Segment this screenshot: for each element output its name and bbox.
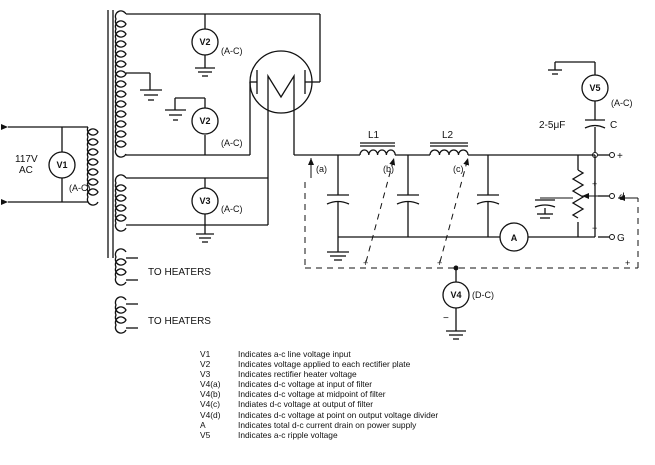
meter-v3: V3 (A-C) xyxy=(191,187,243,215)
legend-text: Indicates rectifier heater voltage xyxy=(238,369,357,380)
legend-row: V4(b) Indicates d-c voltage at midpoint o… xyxy=(200,389,640,399)
legend-code: V5 xyxy=(200,429,211,440)
meter-v1-name: V1 xyxy=(56,160,67,170)
meter-v2-mid-type: (A-C) xyxy=(221,138,243,148)
meter-v4-type: (D-C) xyxy=(472,290,494,300)
meter-v2-mid-name: V2 xyxy=(199,116,210,126)
filter-capacitors xyxy=(326,194,500,205)
ammeter-a: A xyxy=(499,222,529,252)
test-point-c: (c) xyxy=(453,164,464,174)
test-point-a: (a) xyxy=(316,164,327,174)
heaters-label-2: TO HEATERS xyxy=(148,316,211,327)
legend-code: V4(b) xyxy=(200,389,221,400)
test-point-labels: (a) (b) (c) xyxy=(308,158,464,178)
legend-text: Indicates a-c ripple voltage xyxy=(238,429,338,440)
legend-text: Indicates a-c line voltage input xyxy=(238,349,351,359)
hv-secondary-wiring xyxy=(126,13,321,156)
legend-text: Indiates d-c voltage at output of filter xyxy=(238,399,374,410)
legend-row: V4(c) Indiates d-c voltage at output of f… xyxy=(200,399,640,409)
rectifier-tube xyxy=(249,50,321,225)
legend-row: V5 Indicates a-c ripple voltage xyxy=(200,430,640,440)
heater-outputs: TO HEATERS TO HEATERS xyxy=(126,257,211,329)
legend-code: V4(d) xyxy=(200,409,221,420)
meter-v5-type: (A-C) xyxy=(611,98,633,108)
legend-code: V3 xyxy=(200,369,211,380)
heaters-label-1: TO HEATERS xyxy=(148,267,211,278)
probe-plus-1: + xyxy=(363,258,368,268)
meter-v2-top: V2 (A-C) xyxy=(191,28,243,56)
meter-v4-name: V4 xyxy=(450,290,461,300)
choke-l1-label: L1 xyxy=(368,130,380,141)
capacitor-c-name: C xyxy=(610,120,617,131)
ripple-measurement: 2-5μF C xyxy=(539,61,617,152)
probe-plus-2: + xyxy=(437,258,442,268)
output-plus-label: + xyxy=(617,151,623,162)
line-voltage-label: 117V xyxy=(15,154,38,165)
meter-v5: V5 (A-C) xyxy=(581,74,633,108)
meter-v1: V1 (A-C) xyxy=(48,151,91,193)
meter-v2-mid: V2 (A-C) xyxy=(191,107,243,148)
meter-v3-name: V3 xyxy=(199,196,210,206)
probe-plus-3: + xyxy=(625,258,630,268)
choke-l2-label: L2 xyxy=(442,130,454,141)
legend-code: V4(c) xyxy=(200,399,221,410)
legend-code: V4(a) xyxy=(200,379,221,390)
legend-row: V4(d) Indicates d-c voltage at point on o… xyxy=(200,410,640,420)
choke-l2: L2 xyxy=(429,130,469,156)
legend-text: Indicates voltage applied to each rectif… xyxy=(238,359,411,370)
meter-v5-name: V5 xyxy=(589,83,600,93)
meter-v1-type: (A-C) xyxy=(69,183,91,193)
choke-l1: L1 xyxy=(359,130,396,156)
ammeter-name: A xyxy=(511,233,518,243)
filter-wiring xyxy=(294,154,596,252)
heater-winding-wiring xyxy=(126,177,268,234)
meter-v4: V4 (D-C) xyxy=(442,281,494,309)
divider-plus-label: + xyxy=(592,179,597,189)
test-point-b: (b) xyxy=(383,164,394,174)
legend-code: V2 xyxy=(200,359,211,370)
legend-code: A xyxy=(200,419,206,430)
legend-row: V2 Indicates voltage applied to each rect… xyxy=(200,359,640,369)
voltage-divider xyxy=(534,169,598,219)
v4-minus-label: − xyxy=(443,313,449,324)
line-kind-label: AC xyxy=(19,165,33,176)
legend-text: Indicates d-c voltage at midpoint of fil… xyxy=(238,389,386,400)
legend-text: Indicates d-c voltage at point on output… xyxy=(238,409,439,420)
legend-text: Indicates total d-c current drain on pow… xyxy=(238,419,417,430)
ac-line-input: 117V AC xyxy=(1,124,88,205)
meter-v2-top-type: (A-C) xyxy=(221,46,243,56)
capacitor-c-value: 2-5μF xyxy=(539,120,565,131)
meter-v2-top-name: V2 xyxy=(199,37,210,47)
test-point-g: G xyxy=(617,233,625,244)
legend-text: Indicates d-c voltage at input of filter xyxy=(238,379,373,390)
legend-row: V3 Indicates rectifier heater voltage xyxy=(200,369,640,379)
divider-minus-label: − xyxy=(592,223,597,233)
power-transformer xyxy=(86,10,127,334)
legend-code: V1 xyxy=(200,349,211,359)
meter-v3-type: (A-C) xyxy=(221,204,243,214)
legend-row: V1 Indicates a-c line voltage input xyxy=(200,349,640,359)
v4-probe-leads: + + + − xyxy=(304,157,639,331)
legend-row: V4(a) Indicates d-c voltage at input of f… xyxy=(200,379,640,389)
legend-row: A Indicates total d-c current drain on po… xyxy=(200,420,640,430)
